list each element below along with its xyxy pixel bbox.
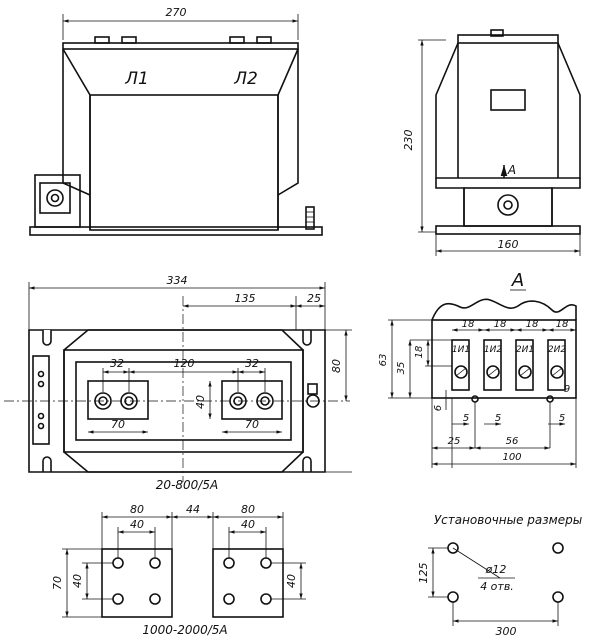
busbar-dim-40-right: 40 xyxy=(241,518,255,531)
terminal-dim-5-a: 5 xyxy=(463,413,469,424)
top-dim-25: 25 xyxy=(307,292,321,305)
busbar-dim-70: 70 xyxy=(51,576,64,590)
busbar-dim-40-vert-left: 40 xyxy=(71,574,84,588)
top-rating: 20-800/5А xyxy=(156,478,218,492)
top-dim-120: 120 xyxy=(174,357,195,370)
terminal-dim-5-c: 5 xyxy=(559,413,565,424)
terminal-view: А 1И1 1И2 2И1 2И2 18 18 18 18 63 35 xyxy=(378,270,577,468)
terminal-pitch-3: 18 xyxy=(526,319,539,330)
terminal-dim-100: 100 xyxy=(502,452,521,463)
side-dim-height: 230 xyxy=(402,130,415,151)
top-view: 334 135 25 80 xyxy=(4,274,352,492)
terminal-dim-9: 9 xyxy=(564,384,570,395)
mounting-hole-dia: ø12 xyxy=(485,563,507,576)
front-view: 270 Л1 Л2 xyxy=(29,6,323,236)
side-view-marker: А xyxy=(507,163,516,177)
busbar-dim-80-left: 80 xyxy=(130,503,144,516)
terminal-dim-6: 6 xyxy=(433,405,444,411)
terminal-dim-56: 56 xyxy=(506,436,519,447)
mounting-dim-125: 125 xyxy=(417,563,430,584)
terminal-dim-5-b: 5 xyxy=(495,413,501,424)
top-dim-70-left: 70 xyxy=(111,418,125,431)
terminal-pitch-2: 18 xyxy=(494,319,507,330)
busbar-dim-40-left: 40 xyxy=(130,518,144,531)
busbar-view: 80 44 80 40 40 70 40 40 1000-2000/5А xyxy=(51,503,306,637)
terminal-dim-18-vertical: 18 xyxy=(414,346,425,359)
top-dim-70-right: 70 xyxy=(245,418,259,431)
side-view: 230 А 160 xyxy=(402,29,581,256)
front-dim-width: 270 xyxy=(166,6,187,19)
terminal-label-2: 1И2 xyxy=(484,345,502,355)
top-dim-40: 40 xyxy=(194,395,207,409)
terminal-pitch-1: 18 xyxy=(462,319,475,330)
mounting-title: Установочные размеры xyxy=(434,513,582,527)
side-dim-width: 160 xyxy=(498,238,519,251)
front-label-l2: Л2 xyxy=(233,69,258,89)
front-label-l1: Л1 xyxy=(124,69,149,89)
busbar-rating: 1000-2000/5А xyxy=(142,623,227,637)
terminal-dim-25: 25 xyxy=(448,436,461,447)
busbar-dim-40-vert-right: 40 xyxy=(285,574,298,588)
top-dim-32-right: 32 xyxy=(245,357,259,370)
mounting-dim-300: 300 xyxy=(496,625,517,638)
busbar-dim-80-right: 80 xyxy=(241,503,255,516)
top-dim-135: 135 xyxy=(235,292,256,305)
top-dim-32-left: 32 xyxy=(110,357,124,370)
top-dim-total: 334 xyxy=(167,274,188,287)
terminal-label-4: 2И2 xyxy=(548,345,566,355)
busbar-dim-44: 44 xyxy=(186,503,200,516)
terminal-label-3: 2И1 xyxy=(516,345,534,355)
mounting-view: Установочные размеры ø12 4 отв. 125 300 xyxy=(417,513,582,638)
top-dim-80: 80 xyxy=(330,359,343,373)
terminal-label-1: 1И1 xyxy=(452,345,470,355)
terminal-pitch-4: 18 xyxy=(556,319,569,330)
terminal-view-title: А xyxy=(511,270,524,291)
terminal-dim-63: 63 xyxy=(378,354,389,367)
terminal-dim-35: 35 xyxy=(396,362,407,375)
mounting-hole-count: 4 отв. xyxy=(480,580,514,593)
